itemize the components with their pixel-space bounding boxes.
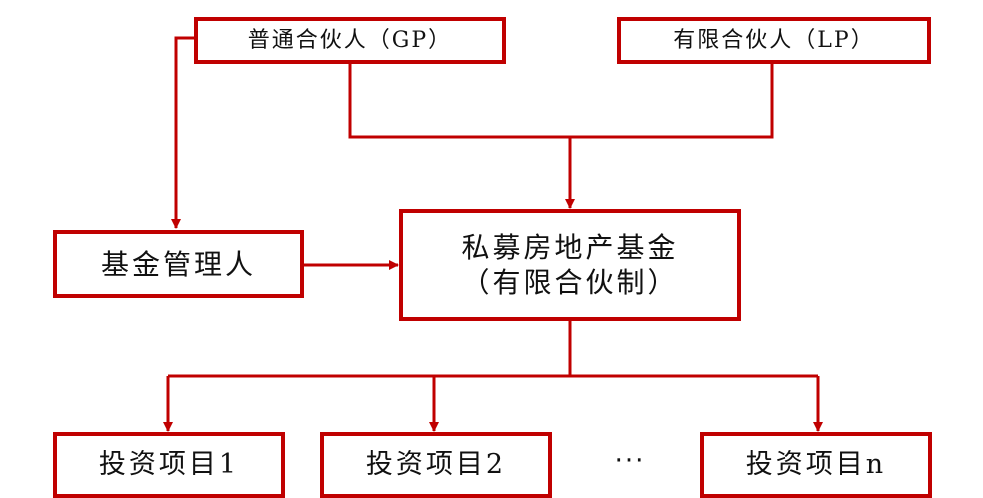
node-project-2: 投资项目2 (320, 432, 552, 498)
node-fund-manager-label: 基金管理人 (100, 247, 256, 281)
node-private-real-estate-fund: 私募房地产基金 （有限合伙制） (399, 209, 741, 321)
node-fund-manager: 基金管理人 (53, 230, 304, 298)
node-limited-partner-label: 有限合伙人（LP） (673, 27, 875, 53)
node-project-2-label: 投资项目2 (365, 449, 507, 481)
node-fund-subtitle: （有限合伙制） (461, 266, 679, 299)
node-project-n: 投资项目n (700, 432, 932, 498)
node-project-1: 投资项目1 (53, 432, 285, 498)
node-general-partner-label: 普通合伙人（GP） (247, 27, 453, 53)
edge-gp-to-fund (348, 62, 774, 139)
ellipsis-more-projects: ··· (614, 446, 646, 476)
node-fund-title: 私募房地产基金 (461, 231, 679, 264)
edge-gp-to-manager (171, 36, 196, 229)
node-general-partner: 普通合伙人（GP） (194, 17, 506, 64)
node-limited-partner: 有限合伙人（LP） (617, 17, 931, 64)
node-project-n-label: 投资项目n (745, 449, 887, 481)
connector-layer (163, 36, 823, 432)
node-project-1-label: 投资项目1 (98, 449, 240, 481)
